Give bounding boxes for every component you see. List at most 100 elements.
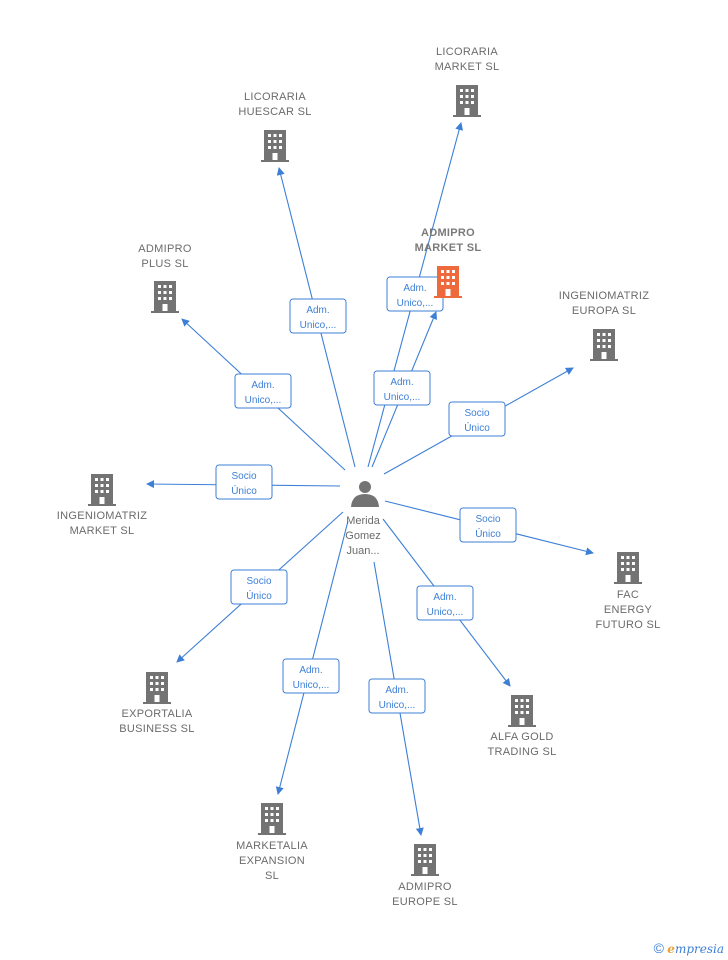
relation-text: Unico,... xyxy=(300,320,337,331)
edge-licoraria-market: Adm. Unico,... xyxy=(367,122,464,468)
relation-text: Único xyxy=(464,421,490,434)
relation-text: Adm. xyxy=(299,665,322,676)
copyright-symbol: © xyxy=(653,940,664,956)
relation-text: Adm. xyxy=(403,283,426,294)
brand-logo-text: mpresia xyxy=(674,942,724,956)
company-name: EUROPE SL xyxy=(392,896,458,908)
building-icon xyxy=(261,130,289,162)
company-name: ADMIPRO xyxy=(138,243,192,255)
relation-text: Adm. xyxy=(390,377,413,388)
company-name: SL xyxy=(265,870,279,882)
building-icon xyxy=(508,695,536,727)
relation-label[interactable]: Adm. Unico,... xyxy=(386,276,444,312)
company-name: EXPORTALIA xyxy=(121,708,192,720)
relation-text: Adm. xyxy=(306,305,329,316)
company-name: LICORARIA xyxy=(244,91,306,103)
edge-line xyxy=(275,520,349,795)
relation-box xyxy=(282,658,340,694)
building-icon xyxy=(88,474,116,506)
relation-label[interactable]: Adm. Unico,... xyxy=(368,678,426,714)
relation-text: Unico,... xyxy=(245,395,282,406)
company-node-ingeniomatriz-market[interactable]: INGENIOMATRIZ MARKET SL xyxy=(57,474,147,537)
relation-text: Único xyxy=(231,484,257,497)
person-name: Gomez xyxy=(345,530,380,542)
company-name: ADMIPRO xyxy=(398,881,452,893)
company-node-licoraria-huescar[interactable]: LICORARIA HUESCAR SL xyxy=(238,91,311,162)
company-name: MARKET SL xyxy=(415,242,482,254)
company-name: MARKETALIA xyxy=(236,840,308,852)
relation-label[interactable]: Adm. Unico,... xyxy=(416,585,474,621)
building-icon xyxy=(434,266,462,298)
relation-text: Unico,... xyxy=(293,680,330,691)
company-node-exportalia[interactable]: EXPORTALIA BUSINESS SL xyxy=(119,672,194,735)
edge-admipro-europe: Adm. Unico,... xyxy=(368,561,426,836)
relation-label[interactable]: Adm. Unico,... xyxy=(234,373,292,409)
person-node[interactable]: MeridaGomezJuan... xyxy=(345,481,381,557)
company-name: INGENIOMATRIZ xyxy=(559,290,649,302)
footer-brand: © empresia xyxy=(654,940,724,956)
company-node-fac-energy[interactable]: FAC ENERGY FUTURO SL xyxy=(595,552,660,631)
company-name: MARKET SL xyxy=(435,61,500,73)
company-name: HUESCAR SL xyxy=(238,106,311,118)
company-node-admipro-europe[interactable]: ADMIPRO EUROPE SL xyxy=(392,844,458,908)
relation-text: Único xyxy=(246,589,272,602)
edge-licoraria-huescar: Adm. Unico,... xyxy=(276,167,356,468)
relation-box xyxy=(234,373,292,409)
company-name: ENERGY xyxy=(604,604,653,616)
relation-text: Unico,... xyxy=(379,700,416,711)
company-name: BUSINESS SL xyxy=(119,723,194,735)
company-node-admipro-market[interactable]: ADMIPRO MARKET SL xyxy=(415,227,482,298)
company-node-admipro-plus[interactable]: ADMIPRO PLUS SL xyxy=(138,243,192,313)
relation-text: Unico,... xyxy=(427,607,464,618)
edge-admipro-plus: Adm. Unico,... xyxy=(181,318,346,471)
company-name: ALFA GOLD xyxy=(490,731,553,743)
company-name: MARKET SL xyxy=(70,525,135,537)
company-name: EXPANSION xyxy=(239,855,305,867)
building-icon xyxy=(258,803,286,835)
relation-label[interactable]: Adm. Unico,... xyxy=(289,298,347,334)
company-name: FUTURO SL xyxy=(595,619,660,631)
relation-box xyxy=(416,585,474,621)
relation-box xyxy=(230,569,288,605)
relation-text: Unico,... xyxy=(384,392,421,403)
building-icon xyxy=(143,672,171,704)
edge-marketalia: Adm. Unico,... xyxy=(275,520,349,795)
person-name: Merida xyxy=(346,515,381,527)
company-name: ADMIPRO xyxy=(421,227,475,239)
building-icon xyxy=(590,329,618,361)
company-name: PLUS SL xyxy=(141,258,188,270)
edge-admipro-market: Adm. Unico,... xyxy=(371,311,438,468)
relation-text: Unico,... xyxy=(397,298,434,309)
relation-text: Socio xyxy=(231,471,256,482)
relation-box xyxy=(368,678,426,714)
building-icon xyxy=(453,85,481,117)
company-name: FAC xyxy=(617,589,639,601)
company-name: INGENIOMATRIZ xyxy=(57,510,147,522)
relation-text: Adm. xyxy=(385,685,408,696)
building-icon xyxy=(151,281,179,313)
relation-label[interactable]: Adm. Unico,... xyxy=(282,658,340,694)
relation-text: Socio xyxy=(246,576,271,587)
relation-box xyxy=(448,401,506,437)
relation-label[interactable]: Adm. Unico,... xyxy=(373,370,431,406)
relation-text: Socio xyxy=(464,408,489,419)
company-node-ingeniomatriz-europa[interactable]: INGENIOMATRIZ EUROPA SL xyxy=(559,290,649,361)
company-name: EUROPA SL xyxy=(572,305,636,317)
company-node-marketalia[interactable]: MARKETALIA EXPANSION SL xyxy=(236,803,308,882)
building-icon xyxy=(614,552,642,584)
edge-alfa-gold: Adm. Unico,... xyxy=(382,518,511,687)
relation-box xyxy=(459,507,517,543)
relation-text: Adm. xyxy=(251,380,274,391)
relation-box xyxy=(215,464,273,500)
relation-text: Adm. xyxy=(433,592,456,603)
